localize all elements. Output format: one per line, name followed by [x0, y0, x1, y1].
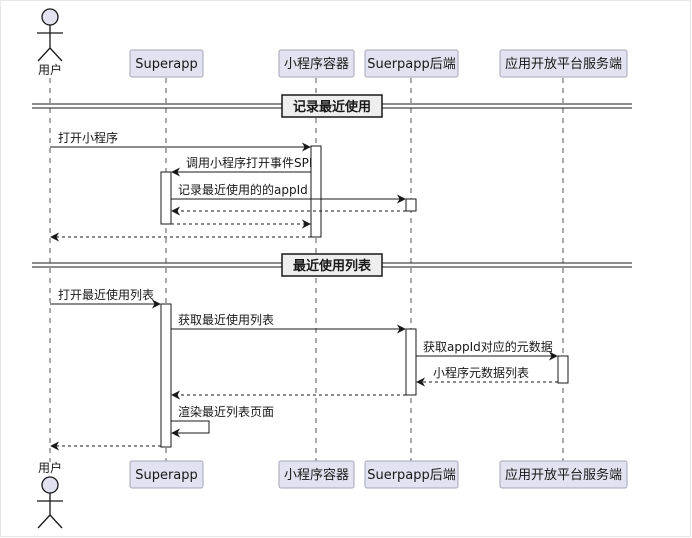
participant-platform-bottom: 应用开放平台服务端 [499, 460, 628, 489]
activation-platform [557, 355, 569, 384]
msg-call-open-event-spi: 调用小程序打开事件SPI [186, 155, 312, 170]
self-arrow-render-recent-page [171, 420, 210, 438]
participant-container-label: 小程序容器 [284, 467, 349, 483]
participant-superapp-label: Superapp [135, 468, 198, 483]
participant-backend-label: Suerpapp后端 [367, 57, 456, 72]
actor-user-label: 用户 [38, 460, 62, 475]
msg-open-recent-list: 打开最近使用列表 [58, 287, 154, 302]
activation-backend-2 [405, 328, 417, 396]
participant-backend-label: Suerpapp后端 [367, 468, 456, 483]
participant-container-bottom: 小程序容器 [278, 460, 355, 489]
participant-platform-top: 应用开放平台服务端 [499, 49, 628, 78]
actor-user-top: 用户 [37, 8, 63, 77]
section-divider-recent-record: 记录最近使用 [32, 94, 632, 118]
participant-container-top: 小程序容器 [278, 49, 355, 78]
activation-backend-1 [405, 198, 417, 212]
activation-superapp-1 [160, 171, 172, 225]
section-title-recent-record: 记录最近使用 [293, 99, 371, 115]
msg-record-recent-appid: 记录最近使用的的appId [178, 182, 308, 197]
actor-user-label: 用户 [38, 62, 62, 77]
activation-superapp-2 [160, 303, 172, 448]
user-icon [37, 476, 63, 529]
msg-miniapp-metadata-list: 小程序元数据列表 [433, 365, 529, 380]
activation-container [310, 145, 322, 238]
msg-open-miniapp: 打开小程序 [58, 130, 118, 145]
msg-get-recent-list: 获取最近使用列表 [178, 312, 274, 327]
participant-superapp-top: Superapp [129, 49, 204, 78]
user-icon [37, 8, 63, 62]
msg-get-appid-metadata: 获取appId对应的元数据 [423, 339, 553, 354]
section-divider-recent-list: 最近使用列表 [32, 253, 632, 277]
participant-platform-label: 应用开放平台服务端 [505, 56, 622, 72]
participant-backend-top: Suerpapp后端 [364, 49, 459, 78]
actor-user-bottom: 用户 [37, 460, 63, 529]
participant-platform-label: 应用开放平台服务端 [505, 467, 622, 483]
participant-container-label: 小程序容器 [284, 56, 349, 72]
participant-backend-bottom: Suerpapp后端 [364, 460, 459, 489]
participant-superapp-bottom: Superapp [129, 460, 204, 489]
section-title-recent-list: 最近使用列表 [293, 258, 372, 274]
msg-render-recent-page: 渲染最近列表页面 [178, 404, 274, 419]
participant-superapp-label: Superapp [135, 57, 198, 72]
